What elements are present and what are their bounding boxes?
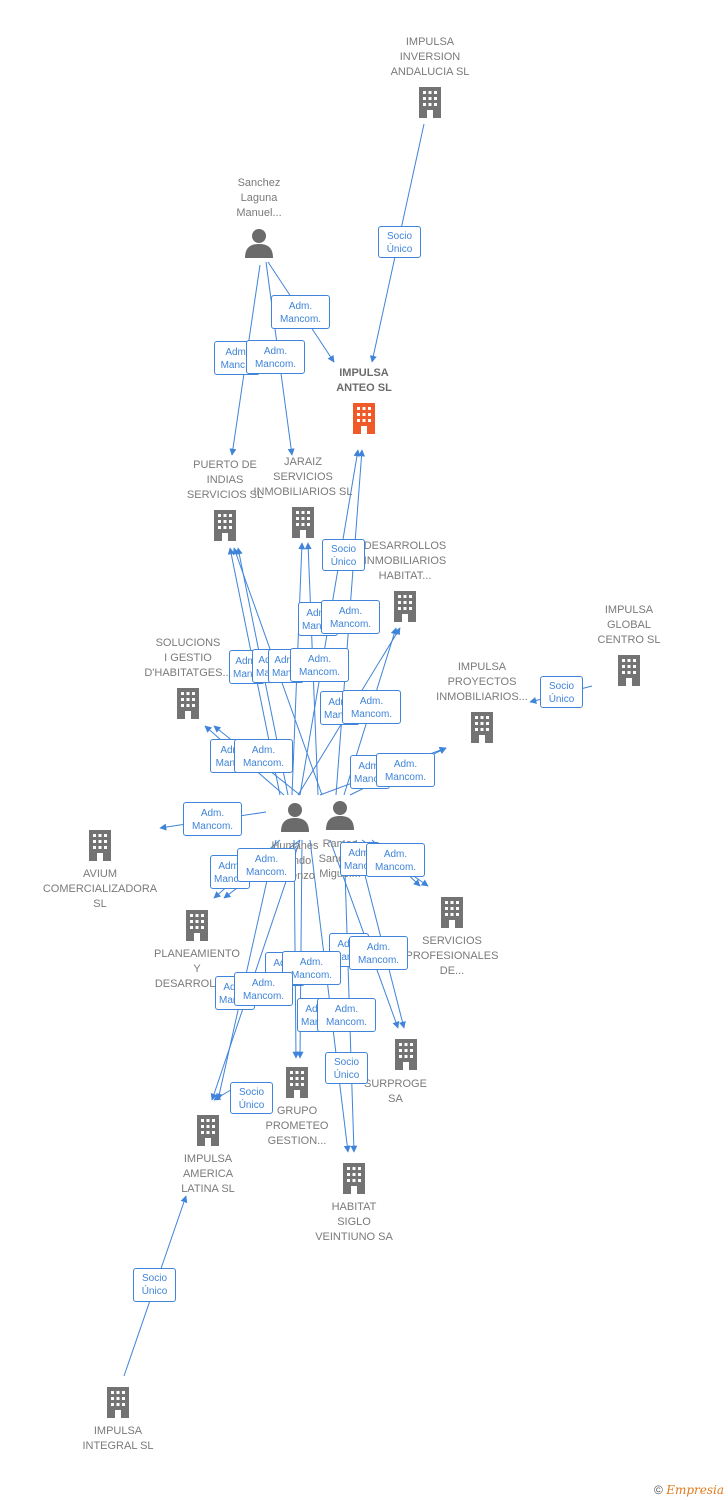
edge-label-adm-mancom[interactable]: Adm. Mancom.: [183, 802, 242, 836]
node-label[interactable]: JARAIZ SERVICIOS INMOBILIARIOS SL: [253, 456, 353, 498]
edge-label-adm-mancom[interactable]: Adm. Mancom.: [237, 848, 296, 882]
edge-label-adm-mancom[interactable]: Adm. Mancom.: [321, 600, 380, 634]
building-icon[interactable]: [348, 402, 380, 439]
building-icon[interactable]: [389, 590, 421, 627]
building-icon[interactable]: [172, 687, 204, 724]
copyright: © Empresia: [654, 1483, 724, 1497]
relation-edge: [215, 839, 277, 1101]
node-label[interactable]: IMPULSA ANTEO SL: [336, 367, 392, 394]
edge-label-socio-unico[interactable]: Socio Único: [133, 1268, 176, 1302]
edge-label-adm-mancom[interactable]: Adm. Mancom.: [376, 753, 435, 787]
person-icon[interactable]: [279, 801, 311, 838]
node-label[interactable]: IMPULSA INVERSION ANDALUCIA SL: [390, 36, 470, 78]
building-icon[interactable]: [192, 1114, 224, 1151]
node-label[interactable]: IMPULSA PROYECTOS INMOBILIARIOS...: [436, 661, 528, 703]
node-label[interactable]: SOLUCIONS I GESTIO D'HABITATGES...: [144, 637, 232, 679]
node-label[interactable]: IMPULSA GLOBAL CENTRO SL: [597, 604, 661, 646]
edge-label-socio-unico[interactable]: Socio Único: [540, 676, 583, 708]
edge-label-adm-mancom[interactable]: Adm. Mancom.: [271, 295, 330, 329]
node-label[interactable]: IMPULSA AMERICA LATINA SL: [181, 1153, 235, 1195]
edge-label-adm-mancom[interactable]: Adm. Mancom.: [349, 936, 408, 970]
relation-edge: [210, 839, 301, 1101]
edge-label-socio-unico[interactable]: Socio Único: [378, 226, 421, 258]
person-icon[interactable]: [243, 227, 275, 264]
building-icon[interactable]: [414, 86, 446, 123]
building-icon[interactable]: [338, 1162, 370, 1199]
edge-label-adm-mancom[interactable]: Adm. Mancom.: [246, 340, 305, 374]
building-icon[interactable]: [209, 509, 241, 546]
edge-label-socio-unico[interactable]: Socio Único: [325, 1052, 368, 1084]
edge-label-adm-mancom[interactable]: Adm. Mancom.: [317, 998, 376, 1032]
brand-logo[interactable]: Empresia: [666, 1483, 724, 1497]
building-icon[interactable]: [436, 896, 468, 933]
edge-label-socio-unico[interactable]: Socio Único: [230, 1082, 273, 1114]
building-icon[interactable]: [102, 1386, 134, 1423]
node-label[interactable]: AVIUM COMERCIALIZADORA SL: [42, 868, 158, 910]
edge-label-adm-mancom[interactable]: Adm. Mancom.: [282, 951, 341, 985]
edge-label-adm-mancom[interactable]: Adm. Mancom.: [234, 972, 293, 1006]
edge-label-socio-unico[interactable]: Socio Único: [322, 539, 365, 571]
node-label[interactable]: DESARROLLOS INMOBILIARIOS HABITAT...: [363, 540, 447, 582]
node-label[interactable]: IMPULSA INTEGRAL SL: [82, 1425, 154, 1452]
node-label[interactable]: Sanchez Laguna Manuel...: [236, 177, 282, 219]
building-icon[interactable]: [84, 829, 116, 866]
building-icon[interactable]: [287, 506, 319, 543]
building-icon[interactable]: [613, 654, 645, 691]
edge-label-adm-mancom[interactable]: Adm. Mancom.: [366, 843, 425, 877]
building-icon[interactable]: [466, 711, 498, 748]
edge-label-adm-mancom[interactable]: Adm. Mancom.: [290, 648, 349, 682]
node-label[interactable]: HABITAT SIGLO VEINTIUNO SA: [315, 1201, 393, 1243]
person-icon[interactable]: [324, 799, 356, 836]
building-icon[interactable]: [181, 909, 213, 946]
relation-edge: [343, 839, 358, 1153]
node-label[interactable]: GRUPO PROMETEO GESTION...: [265, 1105, 329, 1147]
edge-label-adm-mancom[interactable]: Adm. Mancom.: [234, 739, 293, 773]
node-label[interactable]: SERVICIOS PROFESIONALES DE...: [405, 935, 499, 977]
copyright-symbol: ©: [654, 1483, 663, 1497]
node-label[interactable]: PUERTO DE INDIAS SERVICIOS SL: [186, 459, 264, 501]
building-icon[interactable]: [281, 1066, 313, 1103]
node-label[interactable]: SURPROGE SA: [364, 1078, 427, 1105]
relation-edge: [309, 839, 351, 1153]
edge-label-adm-mancom[interactable]: Adm. Mancom.: [342, 690, 401, 724]
building-icon[interactable]: [390, 1038, 422, 1075]
